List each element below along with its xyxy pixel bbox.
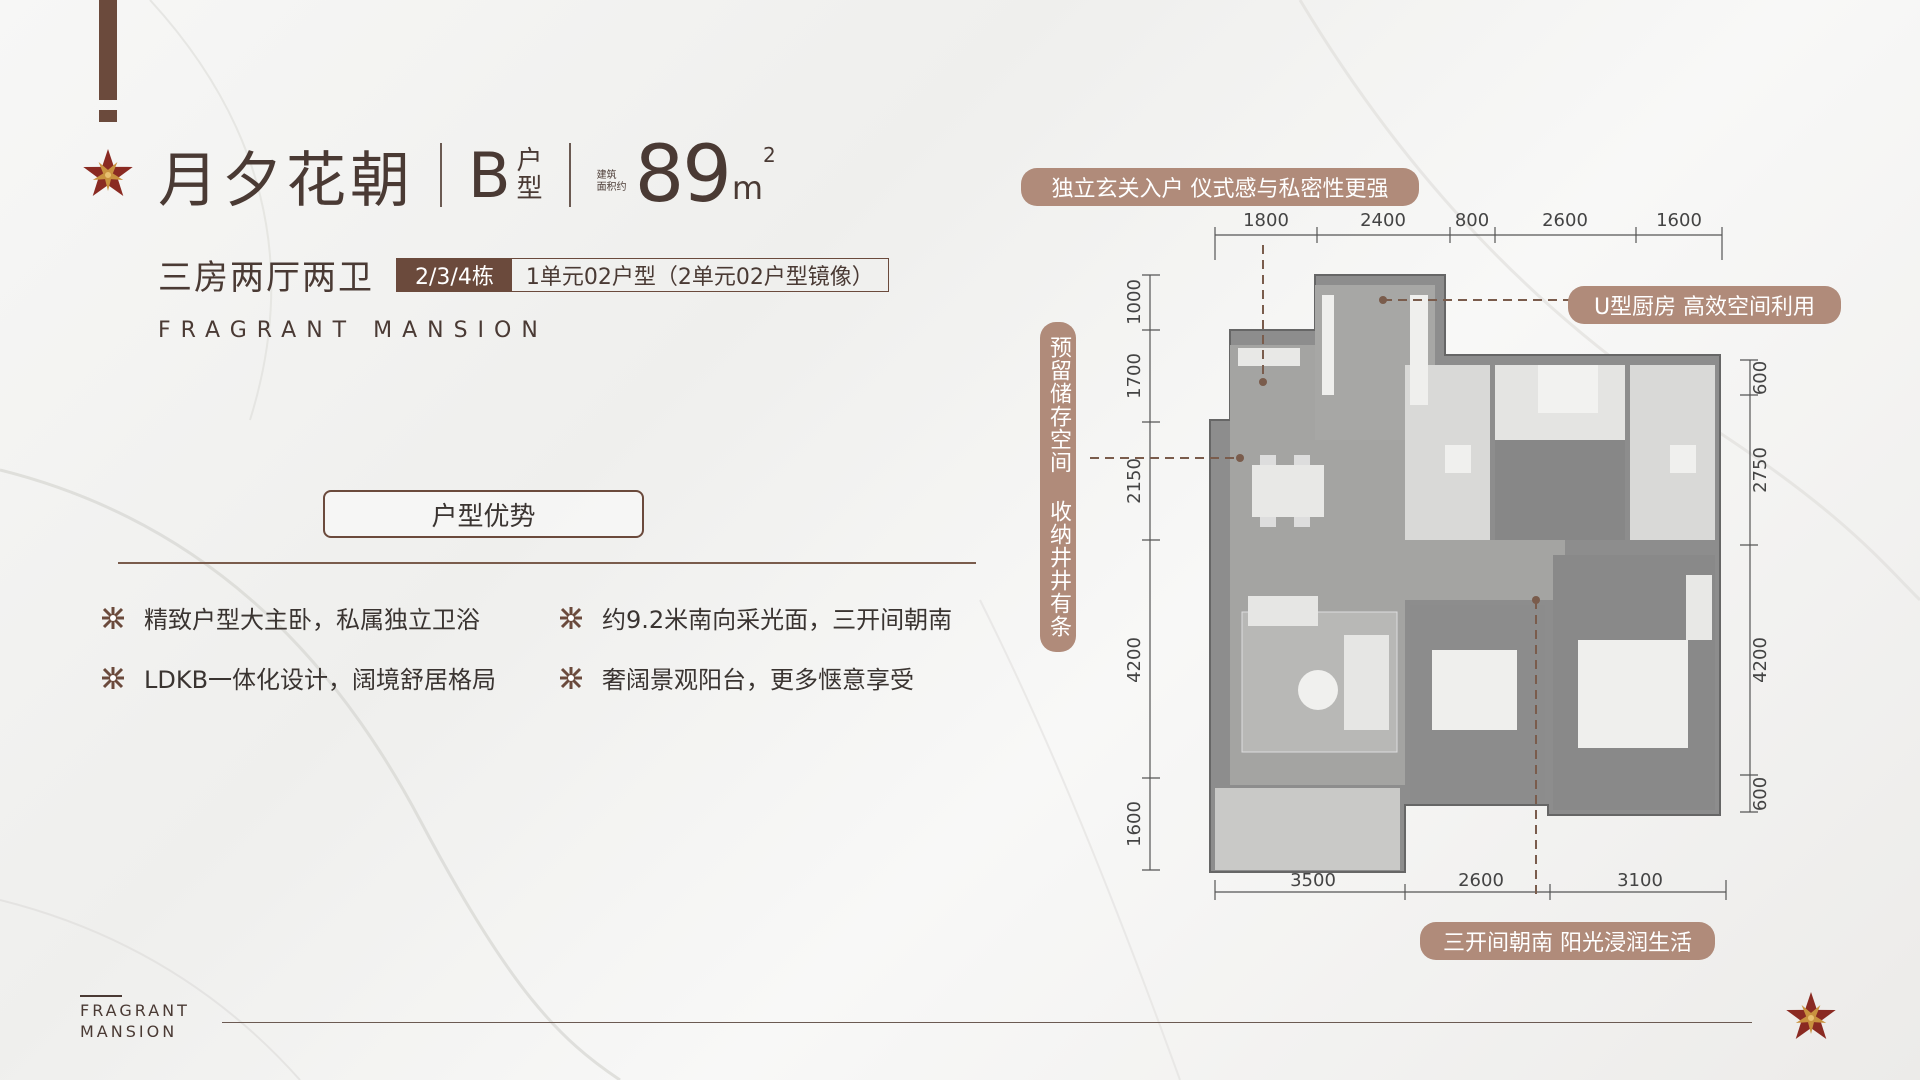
feature-item: LDKB一体化设计，阔境舒居格局 — [100, 660, 496, 695]
dimension-lines-left — [1142, 274, 1160, 871]
area-label-bottom: 面积约 — [596, 182, 627, 193]
top-accent-dot — [99, 110, 117, 122]
dim-left-1: 1000 — [1124, 279, 1145, 325]
footer-english-name: FRAGRANT MANSION — [80, 1000, 190, 1042]
unit-description: 1单元02户型（2单元02户型镜像） — [525, 264, 874, 290]
dim-left-2: 1700 — [1124, 353, 1145, 399]
dim-right-4: 600 — [1750, 777, 1771, 811]
floor-plan-rooms — [1209, 274, 1721, 873]
callout-entrance: 独立玄关入户 仪式感与私密性更强 — [1021, 168, 1419, 206]
room-config: 三房两厅两卫 — [158, 258, 374, 298]
unit-type-suffix: 户 型 — [517, 147, 543, 203]
flower-bullet-icon — [560, 666, 582, 689]
feature-text: 精致户型大主卧，私属独立卫浴 — [144, 606, 480, 634]
dim-top-1: 1800 — [1243, 210, 1289, 231]
feature-item: 约9.2米南向采光面，三开间朝南 — [558, 600, 952, 635]
floor-plan: 1800 2400 800 2600 1600 1000 1700 2150 4… — [1090, 210, 1771, 900]
feature-text: LDKB一体化设计，阔境舒居格局 — [144, 666, 497, 694]
dimension-lines-right — [1740, 359, 1758, 813]
callout-storage: 预留储存空间 收纳井井有条 — [1040, 322, 1076, 652]
callout-kitchen: U型厨房 高效空间利用 — [1568, 286, 1841, 324]
flower-logo-icon — [83, 149, 133, 197]
subtitle-row: 三房两厅两卫 2/3/4栋 1单元02户型（2单元02户型镜像） — [158, 250, 889, 299]
area-label: 建筑 面积约 — [597, 170, 627, 194]
dim-top-3: 800 — [1455, 210, 1489, 231]
feature-text: 奢阔景观阳台，更多惬意享受 — [602, 666, 914, 694]
dim-bottom-2: 2600 — [1458, 870, 1504, 891]
dim-top-2: 2400 — [1360, 210, 1406, 231]
dim-bottom-3: 3100 — [1617, 870, 1663, 891]
unit-type-suffix-top: 户 — [516, 146, 543, 176]
footer-english-line2: MANSION — [80, 1022, 178, 1041]
callout-leaders — [1090, 245, 1572, 900]
footer-flower-icon — [1786, 992, 1836, 1040]
area-unit-superscript: 2 — [763, 143, 776, 167]
area-label-top: 建筑 — [596, 170, 617, 181]
flower-bullet-icon — [560, 606, 582, 629]
feature-item: 奢阔景观阳台，更多惬意享受 — [558, 660, 914, 695]
project-name: 月夕花朝 — [158, 145, 414, 216]
dim-top-5: 1600 — [1656, 210, 1702, 231]
advantages-title: 户型优势 — [323, 490, 644, 538]
footer-english-line1: FRAGRANT — [80, 1001, 190, 1020]
dimension-lines-bottom — [1214, 880, 1727, 900]
dimension-lines-top — [1214, 227, 1723, 260]
unit-type-letter: B — [468, 138, 511, 212]
title-row: 月夕花朝 B 户 型 建筑 面积约 89 m 2 — [80, 130, 776, 220]
footer-divider — [222, 1022, 1752, 1023]
dim-right-3: 4200 — [1750, 637, 1771, 683]
title-separator — [440, 143, 442, 207]
unit-type-suffix-bottom: 型 — [516, 174, 543, 204]
dim-top-4: 2600 — [1542, 210, 1588, 231]
callout-south: 三开间朝南 阳光浸润生活 — [1420, 922, 1715, 960]
area-value: 89 — [634, 130, 732, 220]
flower-bullet-icon — [102, 666, 124, 689]
building-tag: 2/3/4栋 1单元02户型（2单元02户型镜像） — [396, 257, 889, 292]
dim-left-4: 4200 — [1124, 637, 1145, 683]
feature-text: 约9.2米南向采光面，三开间朝南 — [602, 606, 953, 634]
advantages-divider — [118, 562, 976, 564]
dim-left-3: 2150 — [1124, 458, 1145, 504]
top-accent-bar — [99, 0, 117, 100]
dim-right-1: 600 — [1750, 361, 1771, 395]
feature-item: 精致户型大主卧，私属独立卫浴 — [100, 600, 480, 635]
title-separator-2 — [568, 143, 571, 207]
area-unit: m — [731, 169, 763, 207]
dim-right-2: 2750 — [1750, 447, 1771, 493]
building-numbers: 2/3/4栋 — [397, 258, 512, 291]
flower-bullet-icon — [102, 606, 124, 629]
footer-accent-line — [80, 995, 122, 997]
english-name: FRAGRANT MANSION — [158, 318, 548, 343]
dim-bottom-1: 3500 — [1290, 870, 1336, 891]
dim-left-5: 1600 — [1124, 801, 1145, 847]
